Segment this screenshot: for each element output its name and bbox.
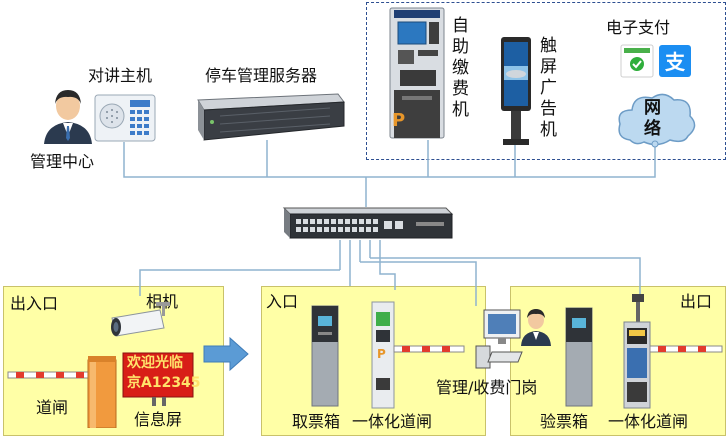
verify-box-label: 验票箱 (540, 412, 589, 431)
wechat-pay-icon (620, 44, 654, 78)
person-icon (44, 90, 92, 144)
ticket-box-icon (311, 305, 339, 407)
info-screen-label: 信息屏 (134, 410, 183, 429)
kiosk-letter: P (392, 110, 406, 131)
mgmt-center-label: 管理中心 (30, 152, 95, 171)
integrated-gate-out-label: 一体化道闸 (608, 412, 689, 431)
kiosk-label: 自助缴费机 (452, 16, 469, 120)
epay-label: 电子支付 (606, 18, 671, 37)
gate-letter: P (377, 347, 386, 361)
booth-label: 管理/收费门岗 (436, 378, 538, 397)
led-line1: 欢迎光临 (127, 355, 183, 371)
network-label: 网络 (644, 98, 661, 139)
kiosk-icon (389, 7, 445, 139)
server-icon (197, 93, 345, 141)
exit-label: 出口 (680, 292, 713, 311)
person-icon-exit (521, 309, 551, 346)
exit-zone (510, 286, 726, 436)
intercom-icon (94, 94, 156, 142)
verify-box-icon (565, 307, 593, 407)
cloud-icon (618, 93, 696, 148)
entrance-label: 入口 (266, 292, 299, 311)
switch-icon (282, 207, 454, 239)
integrated-gate-in-label: 一体化道闸 (352, 412, 433, 431)
gate-icon-entrance (371, 301, 465, 409)
camera-icon (111, 302, 170, 337)
top-bus-line (123, 142, 656, 178)
ticket-box-label: 取票箱 (292, 412, 341, 431)
camera-label: 相机 (146, 292, 179, 311)
barrier-icon (7, 356, 117, 428)
computer-icon (475, 309, 523, 369)
barrier-label: 道闸 (36, 398, 69, 417)
intercom-label: 对讲主机 (88, 66, 153, 85)
arrow-icon (203, 336, 249, 372)
in-out-label: 出入口 (10, 294, 59, 313)
payment-group-box (366, 2, 726, 160)
alipay-icon: 支 (659, 45, 691, 77)
server-label: 停车管理服务器 (205, 66, 318, 85)
led-screen-icon (122, 352, 194, 406)
led-line2: 京A12345 (127, 375, 201, 391)
svg-text:支: 支 (665, 50, 686, 74)
gate-icon-exit (623, 294, 723, 409)
ad-machine-label: 触屏广告机 (540, 36, 557, 140)
ad-machine-icon (501, 37, 531, 145)
